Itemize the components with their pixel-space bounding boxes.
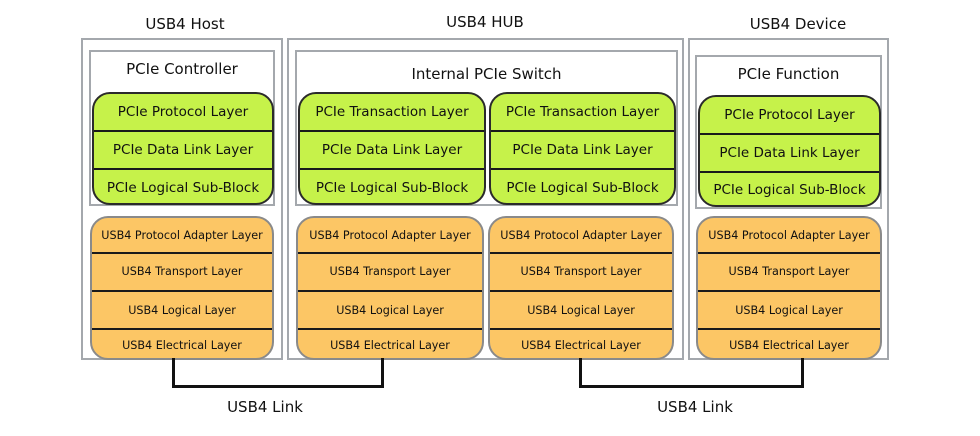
hub-right-usb4-logical-layer: USB4 Logical Layer	[527, 303, 635, 317]
hub-right-pcie-transaction-layer: PCIe Transaction Layer	[505, 104, 660, 120]
hub-right-usb4-electrical-layer: USB4 Electrical Layer	[521, 338, 641, 352]
hub-right-usb4-stack: USB4 Protocol Adapter Layer USB4 Transpo…	[488, 216, 674, 360]
internal-pcie-switch-box: Internal PCIe Switch PCIe Transaction La…	[295, 50, 678, 206]
device-usb4-electrical-layer: USB4 Electrical Layer	[729, 338, 849, 352]
host-pcie-logical-sub-block: PCIe Logical Sub-Block	[106, 179, 260, 196]
device-usb4-logical-layer: USB4 Logical Layer	[735, 303, 843, 317]
divider	[490, 252, 672, 254]
device-box: PCIe Function PCIe Protocol Layer PCIe D…	[688, 38, 889, 360]
divider	[698, 290, 880, 292]
device-usb4-transport-layer: USB4 Transport Layer	[728, 264, 850, 278]
internal-pcie-switch-title: Internal PCIe Switch	[411, 65, 562, 83]
divider	[92, 328, 272, 330]
hub-left-pcie-transaction-layer: PCIe Transaction Layer	[315, 104, 469, 120]
pcie-function-box: PCIe Function PCIe Protocol Layer PCIe D…	[695, 55, 882, 209]
host-pcie-stack: PCIe Protocol Layer PCIe Data Link Layer…	[92, 92, 274, 205]
device-pcie-protocol-layer: PCIe Protocol Layer	[724, 107, 855, 123]
left-link-line-bottom	[172, 385, 384, 388]
left-link-line-hub	[381, 358, 384, 388]
device-usb4-stack: USB4 Protocol Adapter Layer USB4 Transpo…	[696, 216, 882, 360]
divider	[92, 252, 272, 254]
host-title: USB4 Host	[145, 15, 225, 33]
device-usb4-protocol-adapter-layer: USB4 Protocol Adapter Layer	[708, 228, 870, 242]
divider	[298, 252, 482, 254]
divider	[94, 130, 272, 132]
divider	[491, 130, 674, 132]
hub-left-usb4-electrical-layer: USB4 Electrical Layer	[330, 338, 450, 352]
left-link-line-host	[172, 358, 175, 388]
hub-left-pcie-logical-sub-block: PCIe Logical Sub-Block	[315, 179, 469, 196]
pcie-controller-title: PCIe Controller	[126, 60, 238, 78]
device-pcie-stack: PCIe Protocol Layer PCIe Data Link Layer…	[698, 95, 881, 207]
host-pcie-data-link-layer: PCIe Data Link Layer	[112, 142, 254, 158]
host-usb4-transport-layer: USB4 Transport Layer	[121, 264, 243, 278]
divider	[490, 290, 672, 292]
divider	[298, 290, 482, 292]
hub-right-pcie-data-link-layer: PCIe Data Link Layer	[512, 142, 653, 158]
host-usb4-electrical-layer: USB4 Electrical Layer	[122, 338, 242, 352]
right-usb4-link-label: USB4 Link	[657, 398, 733, 416]
hub-left-usb4-transport-layer: USB4 Transport Layer	[329, 264, 451, 278]
hub-left-pcie-data-link-layer: PCIe Data Link Layer	[321, 142, 463, 158]
divider	[94, 168, 272, 170]
host-box: PCIe Controller PCIe Protocol Layer PCIe…	[81, 38, 283, 360]
hub-left-usb4-stack: USB4 Protocol Adapter Layer USB4 Transpo…	[296, 216, 484, 360]
right-link-line-device	[801, 358, 804, 388]
hub-box: Internal PCIe Switch PCIe Transaction La…	[287, 38, 684, 360]
divider	[300, 168, 484, 170]
hub-right-pcie-logical-sub-block: PCIe Logical Sub-Block	[506, 179, 659, 196]
divider	[700, 133, 879, 135]
divider	[700, 171, 879, 173]
right-link-line-hub	[579, 358, 582, 388]
device-pcie-data-link-layer: PCIe Data Link Layer	[719, 145, 860, 161]
divider	[491, 168, 674, 170]
pcie-controller-box: PCIe Controller PCIe Protocol Layer PCIe…	[89, 50, 275, 206]
host-usb4-protocol-adapter-layer: USB4 Protocol Adapter Layer	[101, 228, 263, 242]
divider	[490, 328, 672, 330]
hub-right-usb4-protocol-adapter-layer: USB4 Protocol Adapter Layer	[500, 228, 662, 242]
divider	[92, 290, 272, 292]
hub-left-usb4-protocol-adapter-layer: USB4 Protocol Adapter Layer	[309, 228, 471, 242]
host-usb4-stack: USB4 Protocol Adapter Layer USB4 Transpo…	[90, 216, 274, 360]
hub-right-pcie-stack: PCIe Transaction Layer PCIe Data Link La…	[489, 92, 676, 205]
device-title: USB4 Device	[749, 15, 847, 33]
hub-title: USB4 HUB	[446, 13, 524, 31]
host-pcie-protocol-layer: PCIe Protocol Layer	[117, 104, 249, 120]
left-usb4-link-label: USB4 Link	[227, 398, 303, 416]
device-pcie-logical-sub-block: PCIe Logical Sub-Block	[713, 182, 866, 198]
hub-left-pcie-stack: PCIe Transaction Layer PCIe Data Link La…	[298, 92, 486, 205]
divider	[300, 130, 484, 132]
host-usb4-logical-layer: USB4 Logical Layer	[128, 303, 236, 317]
divider	[698, 328, 880, 330]
divider	[298, 328, 482, 330]
right-link-line-bottom	[579, 385, 804, 388]
hub-right-usb4-transport-layer: USB4 Transport Layer	[520, 264, 642, 278]
divider	[698, 252, 880, 254]
hub-left-usb4-logical-layer: USB4 Logical Layer	[336, 303, 444, 317]
pcie-function-title: PCIe Function	[737, 65, 840, 83]
